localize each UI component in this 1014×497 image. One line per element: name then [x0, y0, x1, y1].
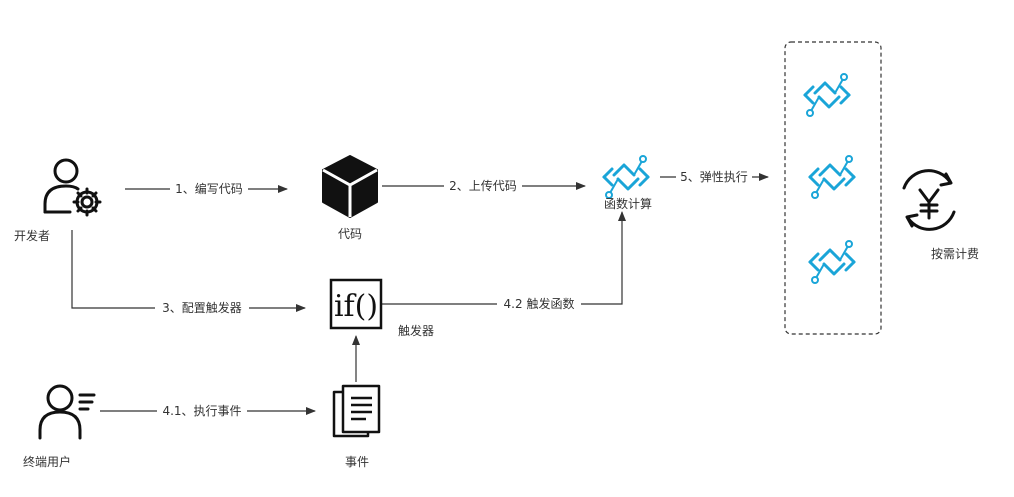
code-cube-icon — [322, 155, 378, 218]
trigger-node: if() 触发器 — [329, 278, 434, 338]
billing-node: 按需计费 — [902, 169, 979, 261]
function-compute-label: 函数计算 — [604, 196, 652, 211]
edge-label-configure-trigger: 3、配置触发器 — [162, 300, 242, 315]
edge-trigger-function — [382, 211, 626, 305]
end-user-node: 终端用户 — [23, 384, 96, 469]
event-label: 事件 — [345, 455, 369, 469]
svg-text:if(): if() — [334, 289, 378, 324]
yen-billing-icon — [902, 169, 956, 231]
elastic-function-instance-2 — [808, 154, 856, 200]
if-trigger-icon: if() — [329, 278, 383, 330]
edge-label-trigger-function: 4.2 触发函数 — [504, 296, 575, 311]
edge-label-write-code: 1、编写代码 — [175, 181, 243, 196]
developer-label: 开发者 — [14, 228, 50, 243]
edge-label-elastic-execute: 5、弹性执行 — [680, 170, 748, 184]
edge-configure-trigger — [71, 230, 306, 312]
trigger-label: 触发器 — [398, 323, 434, 338]
event-document-icon — [332, 384, 381, 438]
edge-label-execute-event: 4.1、执行事件 — [162, 404, 241, 418]
edge-label-upload-code: 2、上传代码 — [449, 178, 517, 193]
function-compute-icon — [602, 154, 650, 200]
elastic-group-box — [784, 41, 882, 335]
function-compute-node: 函数计算 — [602, 154, 652, 211]
billing-label: 按需计费 — [931, 247, 979, 261]
elastic-function-instance-1 — [803, 72, 851, 118]
end-user-label: 终端用户 — [23, 454, 71, 469]
function-compute-icon — [808, 239, 856, 285]
function-compute-icon — [803, 72, 851, 118]
event-node: 事件 — [332, 384, 381, 469]
developer-gear-icon — [43, 158, 102, 217]
code-node: 代码 — [322, 155, 378, 241]
end-user-icon — [38, 384, 96, 440]
developer-node: 开发者 — [14, 158, 102, 243]
elastic-function-instance-3 — [808, 239, 856, 285]
function-compute-icon — [808, 154, 856, 200]
code-label: 代码 — [338, 227, 362, 241]
